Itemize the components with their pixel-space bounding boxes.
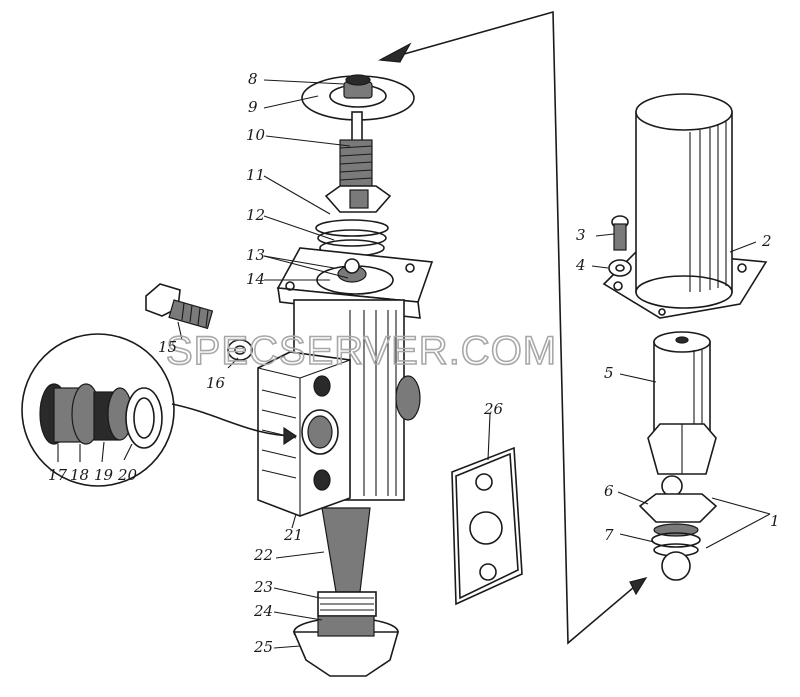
callout-11: 11 xyxy=(246,166,265,184)
plunger xyxy=(647,331,717,475)
callout-9: 9 xyxy=(248,98,258,116)
callout-17: 17 xyxy=(48,466,68,484)
gasket xyxy=(451,446,523,606)
callout-4: 4 xyxy=(575,256,586,274)
callout-25: 25 xyxy=(253,638,273,656)
callout-labels: 1 2 3 4 5 6 7 8 9 10 11 12 13 14 15 16 1… xyxy=(48,70,780,656)
callout-16: 16 xyxy=(206,374,226,392)
assembly-frame-line xyxy=(377,10,648,645)
callout-18: 18 xyxy=(70,466,89,484)
washer xyxy=(227,339,253,361)
callout-22: 22 xyxy=(253,546,273,564)
solenoid-cover xyxy=(602,93,768,319)
callout-14: 14 xyxy=(246,270,265,288)
callout-5: 5 xyxy=(604,364,614,382)
callout-20: 20 xyxy=(117,466,138,484)
diaphragm-cap xyxy=(301,74,415,121)
callout-2: 2 xyxy=(761,232,772,250)
callout-3: 3 xyxy=(576,226,586,244)
watermark-text: SPECSERVER.COM xyxy=(166,329,557,373)
callout-8: 8 xyxy=(248,70,258,88)
callout-13: 13 xyxy=(246,246,265,264)
callout-15: 15 xyxy=(158,338,177,356)
callout-24: 24 xyxy=(253,602,273,620)
lower-shank xyxy=(292,507,400,677)
threaded-stem xyxy=(315,111,392,257)
valve-seat xyxy=(638,475,718,581)
small-screw xyxy=(611,215,629,251)
callout-26: 26 xyxy=(483,400,504,418)
callout-21: 21 xyxy=(283,526,303,544)
side-block xyxy=(257,351,351,517)
callout-19: 19 xyxy=(94,466,114,484)
detail-circle xyxy=(21,333,298,487)
callout-1: 1 xyxy=(770,512,780,530)
leader-lines xyxy=(57,79,771,649)
bolt xyxy=(145,283,214,330)
callout-7: 7 xyxy=(604,526,614,544)
callout-6: 6 xyxy=(604,482,614,500)
callout-10: 10 xyxy=(246,126,266,144)
callout-12: 12 xyxy=(246,206,265,224)
small-washer xyxy=(608,259,632,277)
callout-23: 23 xyxy=(253,578,273,596)
